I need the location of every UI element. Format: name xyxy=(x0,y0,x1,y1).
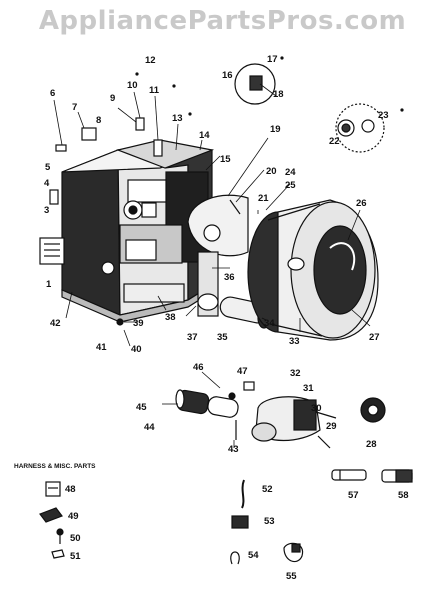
callout-30: 30 xyxy=(311,403,322,414)
callout-14: 14 xyxy=(199,130,210,141)
idler-pulley-detail xyxy=(335,103,385,153)
callout-47: 47 xyxy=(237,366,248,377)
callout-16: 16 xyxy=(222,70,233,81)
callout-40: 40 xyxy=(131,344,142,355)
blower-housing xyxy=(187,194,249,317)
callout-24: 24 xyxy=(285,167,296,178)
leader-lines xyxy=(53,83,371,448)
callout-19: 19 xyxy=(270,124,281,135)
callout-26: 26 xyxy=(356,198,367,209)
callout-48: 48 xyxy=(65,484,76,495)
callout-22: 22 xyxy=(329,136,340,147)
callout-29: 29 xyxy=(326,421,337,432)
callout-3: 3 xyxy=(44,205,49,216)
motor-pulley-detail xyxy=(234,63,276,105)
callout-38: 38 xyxy=(165,312,176,323)
drum xyxy=(247,199,379,341)
callout-18: 18 xyxy=(273,89,284,100)
callout-31: 31 xyxy=(303,383,314,394)
callout-17: 17 xyxy=(267,54,278,65)
callout-45: 45 xyxy=(136,402,147,413)
callout-34: 34 xyxy=(264,318,275,329)
callout-52: 52 xyxy=(262,484,273,495)
callout-50: 50 xyxy=(70,533,81,544)
misc-parts xyxy=(39,469,413,565)
callout-9: 9 xyxy=(110,93,115,104)
callout-1: 1 xyxy=(46,279,52,290)
callout-20: 20 xyxy=(266,166,277,177)
callout-44: 44 xyxy=(144,422,155,433)
callout-7: 7 xyxy=(72,102,77,113)
callout-13: 13 xyxy=(172,113,183,124)
callout-10: 10 xyxy=(127,80,138,91)
callout-32: 32 xyxy=(290,368,301,379)
callout-6: 6 xyxy=(50,88,55,99)
callout-39: 39 xyxy=(133,318,144,329)
callout-53: 53 xyxy=(264,516,275,527)
watermark: AppliancePartsPros.com xyxy=(38,6,407,36)
callout-35: 35 xyxy=(217,332,228,343)
callout-37: 37 xyxy=(187,332,198,343)
callout-4: 4 xyxy=(44,178,50,189)
callout-36: 36 xyxy=(224,272,235,283)
callout-54: 54 xyxy=(248,550,259,561)
callout-57: 57 xyxy=(348,490,359,501)
callout-46: 46 xyxy=(193,362,204,373)
callout-25: 25 xyxy=(285,180,296,191)
reference-dots xyxy=(135,56,404,116)
callout-42: 42 xyxy=(50,318,61,329)
callout-15: 15 xyxy=(220,154,231,165)
motor-assembly xyxy=(175,381,386,449)
callout-51: 51 xyxy=(70,551,81,562)
harness-misc-parts-label: HARNESS & MISC. PARTS xyxy=(14,463,96,470)
callout-21: 21 xyxy=(258,193,269,204)
callout-23: 23 xyxy=(378,110,389,121)
callout-58: 58 xyxy=(398,490,409,501)
callout-55: 55 xyxy=(286,571,297,582)
callout-12: 12 xyxy=(145,55,156,66)
callout-41: 41 xyxy=(96,342,107,353)
callout-8: 8 xyxy=(96,115,101,126)
small-parts-left xyxy=(39,117,163,326)
callout-11: 11 xyxy=(149,85,160,96)
callout-49: 49 xyxy=(68,511,79,522)
cabinet-drawing xyxy=(61,139,215,323)
callout-5: 5 xyxy=(45,162,51,173)
callout-labels: 1 3 4 5 6 7 8 9 10 11 12 13 14 15 16 17 … xyxy=(44,54,409,582)
callout-33: 33 xyxy=(289,336,300,347)
callout-27: 27 xyxy=(369,332,380,343)
callout-28: 28 xyxy=(366,439,377,450)
callout-43: 43 xyxy=(228,444,239,455)
